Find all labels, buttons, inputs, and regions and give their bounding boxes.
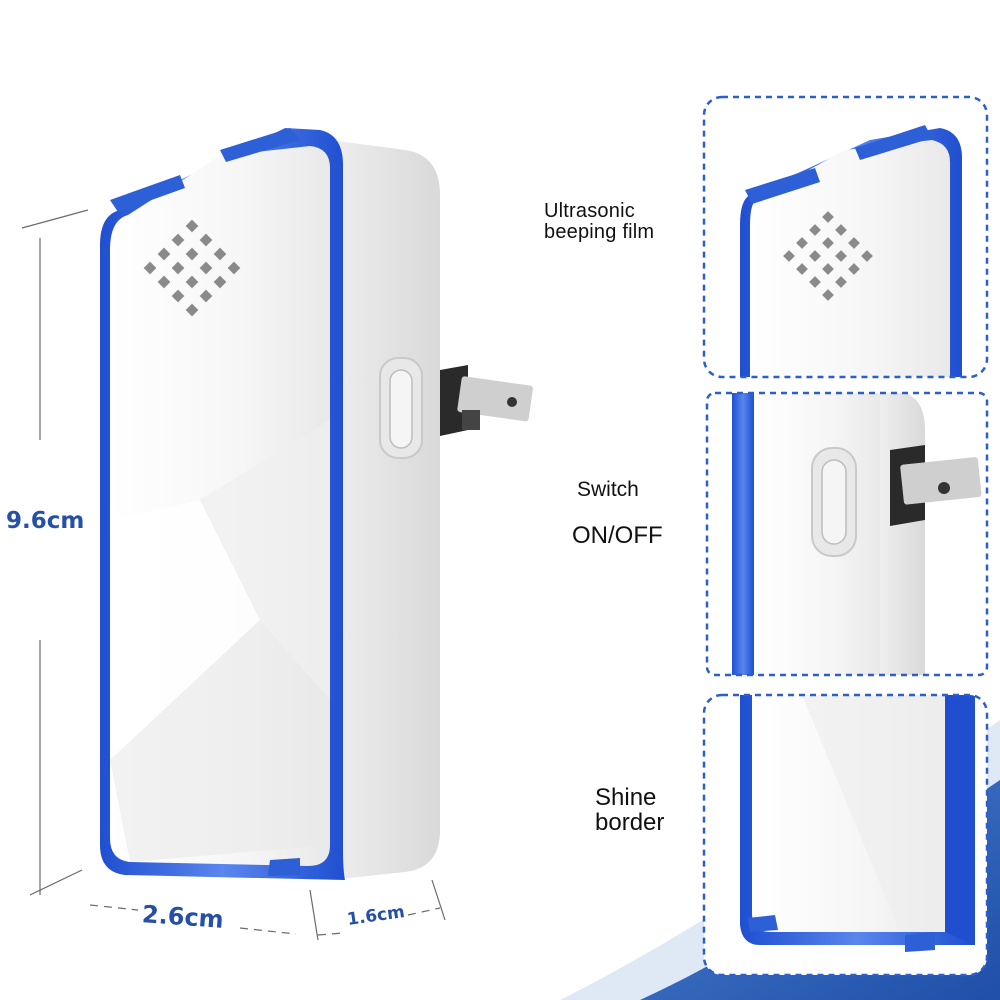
detail-panel-film bbox=[702, 95, 989, 379]
speaker-hole bbox=[213, 247, 227, 261]
speaker-hole bbox=[835, 276, 847, 288]
speaker-hole bbox=[185, 219, 199, 233]
speaker-hole bbox=[809, 276, 821, 288]
speaker-hole bbox=[835, 250, 847, 262]
speaker-hole bbox=[796, 237, 808, 249]
dimension-ticks bbox=[309, 879, 446, 941]
detail-panel-border bbox=[702, 693, 989, 977]
speaker-hole bbox=[822, 263, 834, 275]
power-switch bbox=[379, 357, 423, 459]
film-callout-line2: beeping film bbox=[544, 221, 655, 243]
width-dimension-line bbox=[89, 904, 441, 936]
width-label: 2.6cm bbox=[141, 900, 225, 934]
switch-callout-title: Switch bbox=[577, 478, 639, 501]
speaker-holes bbox=[143, 219, 241, 317]
speaker-hole bbox=[796, 263, 808, 275]
speaker-hole bbox=[835, 224, 847, 236]
main-device bbox=[100, 128, 533, 880]
film-callout: Ultrasonic beeping film bbox=[544, 201, 654, 243]
speaker-hole bbox=[157, 247, 171, 261]
speaker-hole bbox=[809, 250, 821, 262]
speaker-hole bbox=[822, 237, 834, 249]
border-callout: Shine border bbox=[595, 785, 664, 835]
border-callout-line1: Shine bbox=[595, 784, 657, 811]
speaker-hole bbox=[809, 224, 821, 236]
film-callout-line1: Ultrasonic bbox=[544, 200, 635, 222]
switch-callout-state: ON/OFF bbox=[572, 522, 663, 549]
plug-prongs bbox=[440, 365, 533, 436]
height-dimension-line bbox=[21, 209, 89, 896]
film-speaker-holes bbox=[783, 211, 873, 301]
speaker-hole bbox=[822, 211, 834, 223]
speaker-hole bbox=[783, 250, 795, 262]
speaker-hole bbox=[199, 233, 213, 247]
speaker-hole bbox=[822, 289, 834, 301]
speaker-hole bbox=[848, 237, 860, 249]
speaker-hole bbox=[171, 233, 185, 247]
detail-panel-switch bbox=[705, 391, 989, 677]
speaker-hole bbox=[185, 247, 199, 261]
speaker-hole bbox=[861, 250, 873, 262]
height-label: 9.6cm bbox=[6, 508, 85, 534]
speaker-hole bbox=[848, 263, 860, 275]
border-callout-line2: border bbox=[595, 809, 665, 836]
